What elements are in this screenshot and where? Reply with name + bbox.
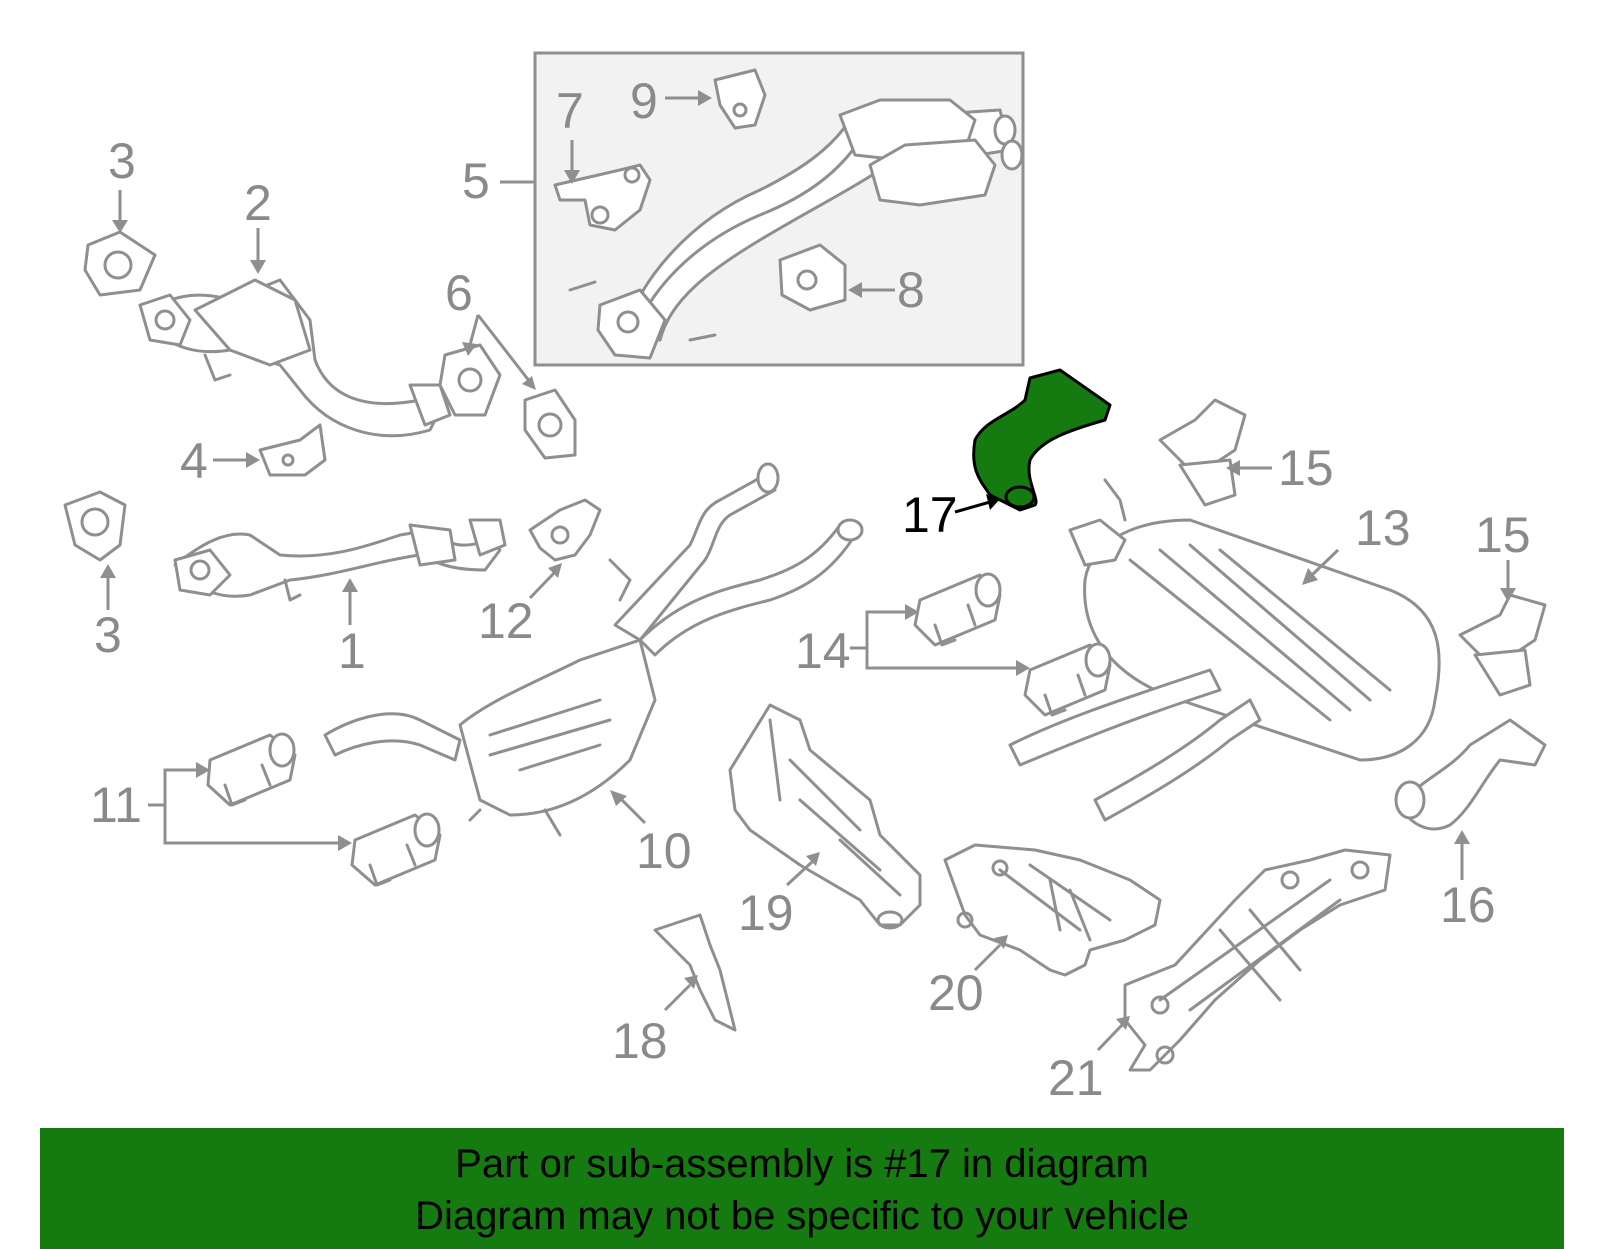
part-7-bracket[interactable]: [553, 163, 652, 232]
part-14-clamps[interactable]: [913, 572, 1112, 717]
part-13-rear-muffler[interactable]: [1008, 478, 1441, 822]
callout-12: 12: [478, 593, 534, 649]
part-4-bracket[interactable]: [258, 423, 327, 477]
callout-3-bottom: 3: [94, 607, 122, 663]
callout-7: 7: [556, 83, 584, 139]
part-11-clamps[interactable]: [206, 732, 442, 887]
banner-line-part-number: Part or sub-assembly is #17 in diagram: [455, 1142, 1149, 1186]
part-10-center-muffler[interactable]: [323, 462, 864, 837]
part-15-bracket-right[interactable]: [1458, 593, 1547, 697]
part-1-front-pipe[interactable]: [173, 518, 507, 602]
callout-16: 16: [1440, 877, 1496, 933]
part-9-hanger[interactable]: [713, 68, 767, 130]
callout-2: 2: [244, 175, 272, 231]
callout-11: 11: [90, 777, 142, 833]
leader-lines: [100, 90, 1516, 1052]
callout-3-top: 3: [108, 133, 136, 189]
banner-line-disclaimer: Diagram may not be specific to your vehi…: [415, 1194, 1189, 1238]
callout-10: 10: [636, 823, 692, 879]
callout-20: 20: [928, 965, 984, 1021]
callout-13: 13: [1355, 500, 1411, 556]
part-3-gasket-top[interactable]: [83, 230, 157, 297]
callout-18: 18: [612, 1013, 668, 1069]
part-15-bracket-top[interactable]: [1158, 398, 1247, 507]
callout-4: 4: [180, 433, 208, 489]
callout-15-top: 15: [1278, 440, 1334, 496]
callout-15-right: 15: [1475, 507, 1531, 563]
callout-21: 21: [1048, 1050, 1104, 1106]
part-2-front-catalytic-pipe[interactable]: [138, 278, 452, 438]
callout-5: 5: [462, 153, 490, 209]
leader-line-17: [954, 494, 1000, 514]
part-20-heat-shield[interactable]: [943, 843, 1162, 977]
part-3-gasket-bottom[interactable]: [63, 490, 127, 562]
part-12-hanger[interactable]: [528, 498, 602, 562]
info-banner: Part or sub-assembly is #17 in diagram D…: [40, 1128, 1564, 1249]
part-16-tailpipe[interactable]: [1394, 718, 1547, 831]
callout-17-highlighted: 17: [902, 487, 958, 543]
part-8-rubber-mount[interactable]: [778, 243, 847, 312]
callout-labels: 3 2 5 7 9 8 6 4 3 1 12 10 11 14 13 15 15…: [90, 73, 1531, 1106]
part-6-gaskets[interactable]: [438, 343, 577, 460]
callout-8: 8: [897, 262, 925, 318]
part-19-heat-shield[interactable]: [728, 703, 922, 930]
part-17-tailpipe-highlighted[interactable]: [972, 368, 1112, 512]
part-21-heat-shield-long[interactable]: [1123, 848, 1392, 1072]
callout-19: 19: [738, 885, 794, 941]
callout-9: 9: [630, 73, 658, 129]
part-5-catalytic-y-pipe[interactable]: [568, 98, 1024, 360]
callout-6: 6: [445, 265, 473, 321]
callout-14: 14: [795, 623, 851, 679]
callout-1: 1: [338, 623, 366, 679]
